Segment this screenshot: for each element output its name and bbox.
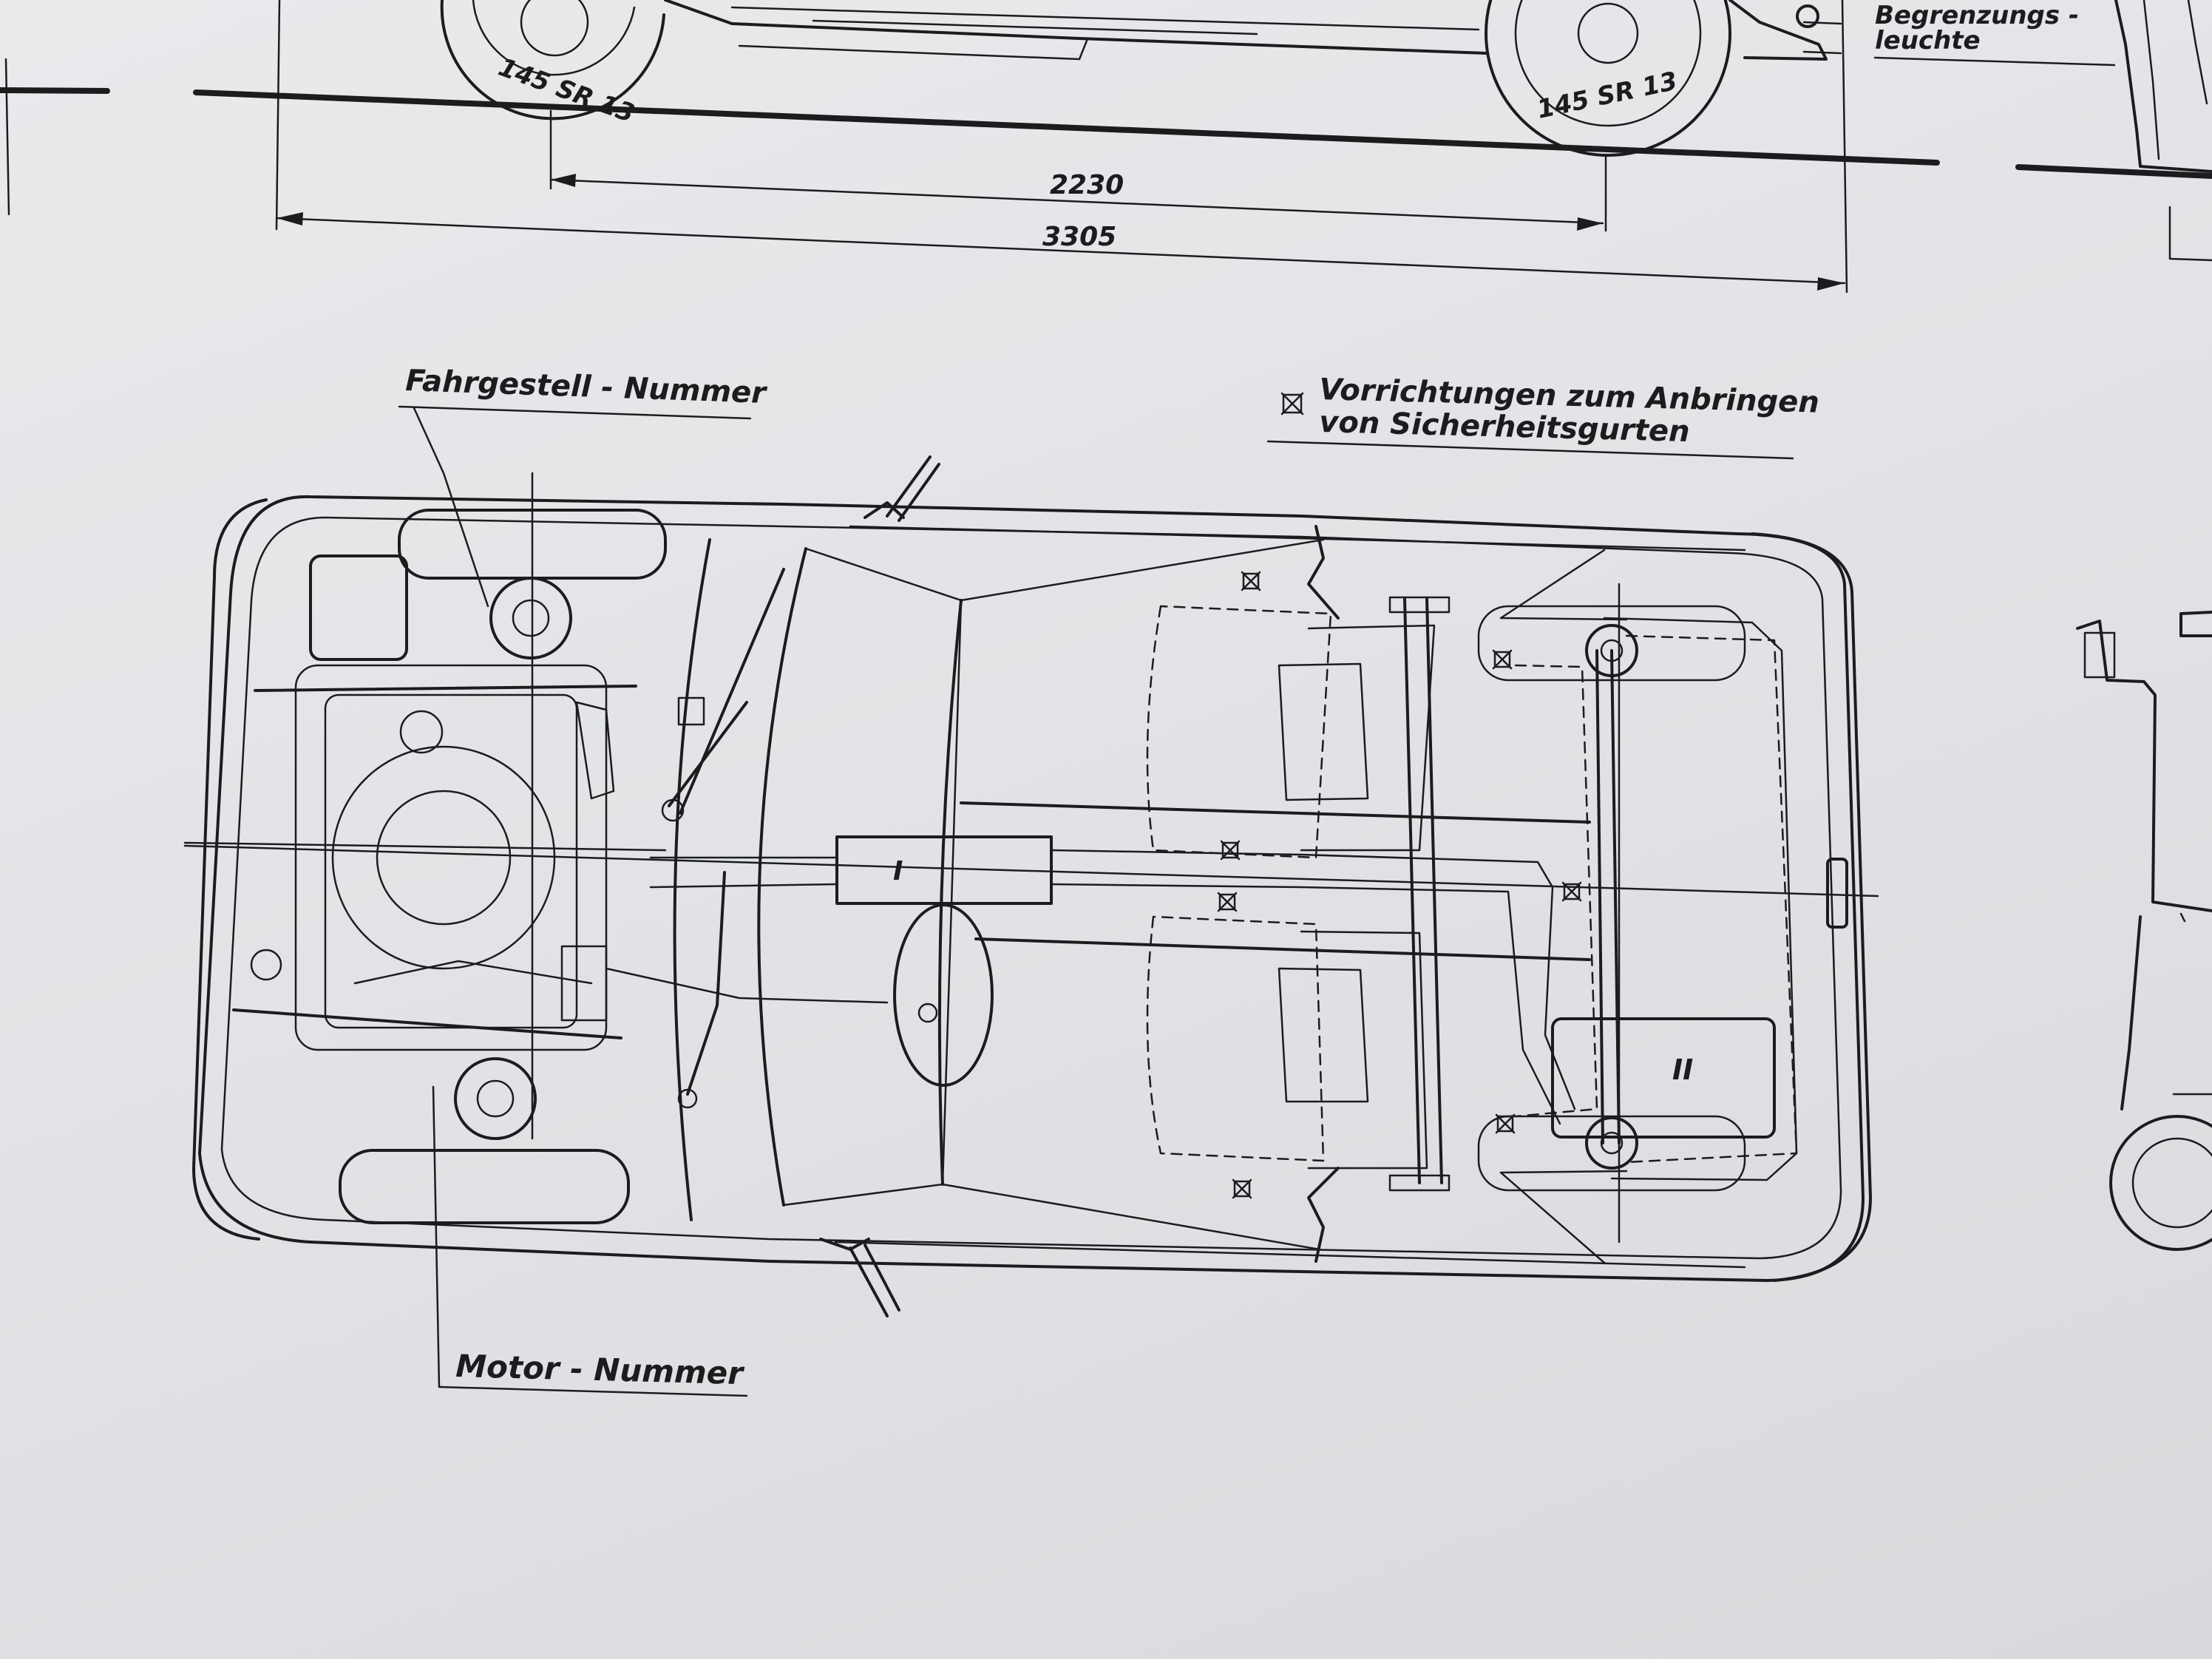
left-mirror	[864, 455, 940, 522]
side-view: 145 SR 13 145 SR 13 2230 3305 Begrenzung…	[0, 0, 2212, 294]
fahrgestell-label: Fahrgestell - Nummer	[405, 364, 768, 410]
front-bumper	[192, 498, 268, 1241]
tank-two: II	[1551, 1017, 1776, 1139]
begrenzungs-label-line1: Begrenzungs -	[1875, 1, 2079, 30]
seat-rail-right	[974, 937, 1591, 961]
begrenzungs-label-line2: leuchte	[1875, 26, 1981, 55]
centerline	[183, 844, 1879, 898]
front-seat-right	[1146, 915, 1325, 1162]
ground-line	[193, 89, 1940, 166]
seat-rail-left	[960, 801, 1591, 824]
roof-front-edge	[937, 599, 963, 1186]
fahrgestell-leader	[413, 407, 489, 608]
right-mirror	[819, 1238, 900, 1317]
steering-column	[605, 967, 889, 1004]
tank-marker-2: II	[1672, 1054, 1693, 1086]
wiper-right	[686, 871, 726, 1096]
overall-length-value: 3305	[1042, 222, 1116, 252]
body-outline	[198, 495, 1865, 1282]
anchor-markers	[1217, 571, 1582, 1199]
dimension-wheelbase: 2230	[549, 170, 1604, 231]
top-view: I II	[183, 455, 1879, 1317]
top-labels: Fahrgestell - Nummer Vorrichtungen zum A…	[398, 364, 1819, 1397]
motor-label: Motor - Nummer	[455, 1348, 745, 1391]
steering-wheel	[893, 903, 994, 1087]
rear-tire-label: 145 SR 13	[1535, 67, 1680, 125]
front-right-wheel	[339, 1057, 630, 1224]
rear-right-hub	[1477, 1115, 1746, 1192]
ground-line-right	[2015, 164, 2212, 179]
rear-view-lower	[2076, 611, 2212, 1251]
engine	[250, 554, 615, 1051]
motor-leader	[432, 1085, 441, 1388]
rear-seat-frame	[1403, 597, 1443, 1184]
wiper-left	[668, 568, 785, 815]
rear-wheel-side	[1485, 0, 1731, 157]
tank-marker-1: I	[893, 856, 903, 886]
wheelbase-value: 2230	[1050, 170, 1124, 200]
rear-axle	[1595, 649, 1621, 1144]
ground-line-left	[0, 87, 110, 94]
exhaust-pipe	[1050, 849, 1576, 1110]
dimension-overall-length: 3305	[275, 212, 1846, 291]
rear-bumper	[1751, 532, 1872, 1282]
seatbelt-anchor-icon	[1280, 392, 1304, 415]
rear-light	[1826, 858, 1848, 929]
windshield	[757, 547, 807, 1207]
rear-view-partial	[2114, 0, 2212, 262]
side-sill	[664, 0, 1487, 55]
front-seat-left	[1146, 605, 1332, 859]
rear-bumper-side	[1728, 0, 1828, 61]
tank-one: I	[835, 835, 1053, 905]
front-wheel-side	[440, 0, 665, 121]
